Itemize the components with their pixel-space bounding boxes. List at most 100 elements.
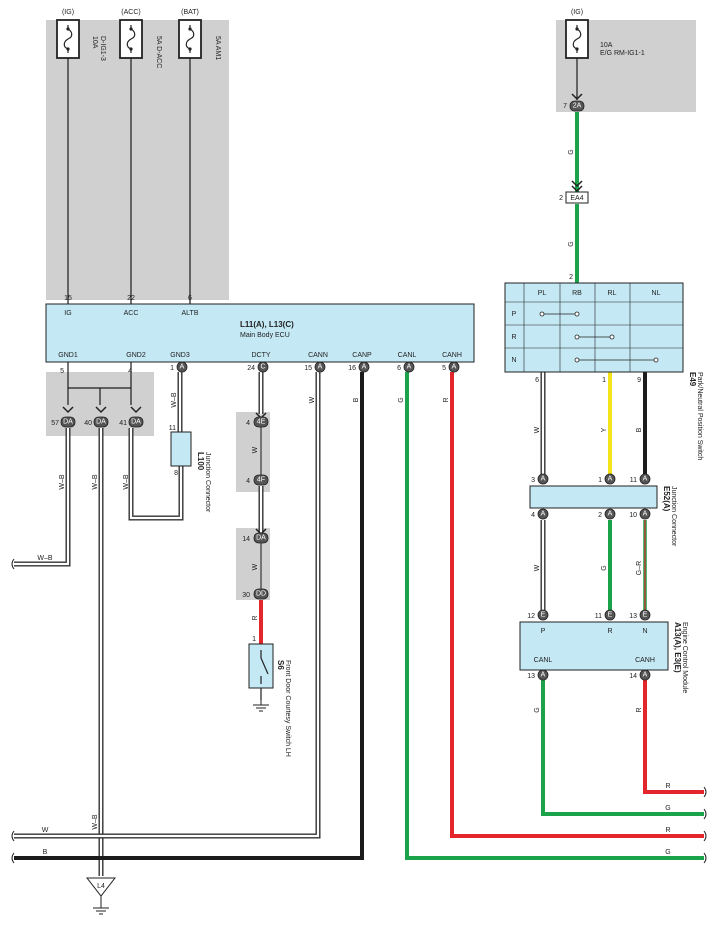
park-contact-r-b xyxy=(609,334,615,340)
conn-2a-oval xyxy=(569,100,585,112)
conn-2a-pin: 7 xyxy=(563,103,567,110)
plug-2a xyxy=(571,93,583,101)
ecu-bottom-pin-cann-label: CANN xyxy=(308,352,328,359)
ecm-id: A13(A), E3(E) xyxy=(673,622,682,673)
ecu-bottom-pin-dcty-label: DCTY xyxy=(251,352,270,359)
da-0-code: DA xyxy=(63,419,73,426)
e52-top-pin-0: 3 xyxy=(531,477,535,484)
park-contact-n-a xyxy=(574,357,580,363)
ecu-bottom-pin-cann-conn-ring xyxy=(314,361,326,373)
ecu-id: L11(A), L13(C) xyxy=(240,320,294,329)
conn-2a-code: 2A xyxy=(573,103,582,110)
fuse-2-header: (BAT) xyxy=(181,9,199,16)
da-1-code: DA xyxy=(96,419,106,426)
s6-id: S6 xyxy=(276,660,285,670)
fuse-3-element xyxy=(572,25,582,53)
ecu-top-pin-acc-num: 22 xyxy=(127,295,135,302)
fuse-3-terminal-top xyxy=(575,27,579,31)
e52-id: E52(A) xyxy=(662,486,671,512)
fuse-3-header: (IG) xyxy=(571,9,583,16)
fuse-2-terminal-top xyxy=(188,27,192,31)
inline-3-pin: 30 xyxy=(242,592,250,599)
ecu-bottom-pin-canh-conn-ring xyxy=(448,361,460,373)
wire-color-label-17: W xyxy=(534,564,541,571)
wire-color-h-label-0: W–B xyxy=(37,555,53,562)
wire-canh-red xyxy=(450,372,704,838)
ecu-bottom-pin-dcty-conn-code: C xyxy=(260,364,265,371)
ecm-box xyxy=(519,621,669,671)
inline-1-pin: 4 xyxy=(246,478,250,485)
ecu-bottom-pin-canl-num: 6 xyxy=(397,365,401,372)
ecu-top-pin-ig-label: IG xyxy=(64,310,71,317)
park-switch-name: Park/Neutral Position Switch xyxy=(696,372,703,460)
wire-color-label-7: R xyxy=(252,615,259,620)
wire-color-label-5: W xyxy=(252,446,259,453)
ea4-plug-2 xyxy=(571,185,583,193)
ecu-bottom-pin-canh-conn-code: A xyxy=(452,364,457,371)
ecm-bottom-0-code: A xyxy=(541,672,546,679)
park-contact-n-b xyxy=(653,357,659,363)
ecm-bottom-0-ring xyxy=(537,669,549,681)
wire-wb-left-outline xyxy=(14,428,71,567)
wire-gnd-junction xyxy=(67,362,132,405)
wire-color-h-label-6: G xyxy=(665,849,670,856)
break-left-2 xyxy=(11,852,15,864)
ecm-top-0-ring xyxy=(537,609,549,621)
fuse-1-terminal-top xyxy=(129,27,133,31)
park-col-pl: PL xyxy=(538,290,547,297)
fuse-0-terminal-bottom xyxy=(66,47,70,51)
fuse-box-shade xyxy=(46,20,229,300)
break-left-0 xyxy=(11,558,15,570)
e52-top-1-code: A xyxy=(608,476,613,483)
e52-top-0-ring xyxy=(537,473,549,485)
ecu-top-pin-acc-label: ACC xyxy=(124,310,139,317)
ecm-bottom-pin-1-label: CANH xyxy=(635,657,655,664)
wire-color-label-13: G xyxy=(568,241,575,246)
e52-bottom-pin-1: 2 xyxy=(598,512,602,519)
fuse-1-label: 5A D-ACC xyxy=(155,36,162,68)
wire-color-label-19: G–R xyxy=(636,561,643,575)
ecm-top-pin-2-label: N xyxy=(642,628,647,635)
wire-wb-left-core xyxy=(14,428,70,566)
fuse-1-terminal-bottom xyxy=(129,47,133,51)
park-row-r: R xyxy=(511,334,516,341)
ecu-bottom-pin-gnd3-conn-ring xyxy=(176,361,188,373)
fuse-2-label: 5A AM1 xyxy=(214,36,221,60)
break-right-3 xyxy=(703,852,707,864)
e52-bottom-0-code: A xyxy=(541,511,546,518)
wire-color-h-label-5: R xyxy=(665,827,670,834)
break-left-1 xyxy=(11,830,15,842)
ecm-bottom-1-code: A xyxy=(643,672,648,679)
e52-bottom-1-ring xyxy=(604,508,616,520)
ecu-bottom-pin-canh-label: CANH xyxy=(442,352,462,359)
inline-2-pin: 14 xyxy=(242,536,250,543)
park-bottom-pin-2: 9 xyxy=(637,377,641,384)
e52-top-1-ring xyxy=(604,473,616,485)
ecu-bottom-pin-canl-label: CANL xyxy=(398,352,417,359)
wire-color-label-1: W–B xyxy=(92,474,99,490)
ecm-bottom-pin-0-label: CANL xyxy=(534,657,553,664)
ecu-bottom-pin-gnd2-num: 4 xyxy=(128,368,132,375)
e52-bottom-pin-0: 4 xyxy=(531,512,535,519)
wire-color-label-21: R xyxy=(636,707,643,712)
inline-0-pin: 4 xyxy=(246,420,250,427)
s6-name: Front Door Courtesy Switch LH xyxy=(284,660,291,757)
da-2-code: DA xyxy=(131,419,141,426)
fuse-3-rating: 10A xyxy=(600,42,613,49)
wire-color-label-14: W xyxy=(534,426,541,433)
break-right-1 xyxy=(703,808,707,820)
da-2-oval xyxy=(128,416,144,428)
wire-color-label-16: B xyxy=(636,427,643,432)
da-1-pin: 40 xyxy=(84,420,92,427)
ecu-bottom-pin-canp-label: CANP xyxy=(352,352,372,359)
wire-color-label-10: G xyxy=(398,397,405,402)
park-row-n: N xyxy=(511,357,516,364)
park-bottom-pin-0: 6 xyxy=(535,377,539,384)
ecu-bottom-pin-canp-num: 16 xyxy=(348,365,356,372)
fuse-3-name: E/G RM-IG1-1 xyxy=(600,50,645,57)
wire-color-label-2: W–B xyxy=(123,474,130,490)
ecu-bottom-pin-canl-conn-code: A xyxy=(407,364,412,371)
e52-bottom-1-code: A xyxy=(608,511,613,518)
fuse-1-header: (ACC) xyxy=(121,9,140,16)
